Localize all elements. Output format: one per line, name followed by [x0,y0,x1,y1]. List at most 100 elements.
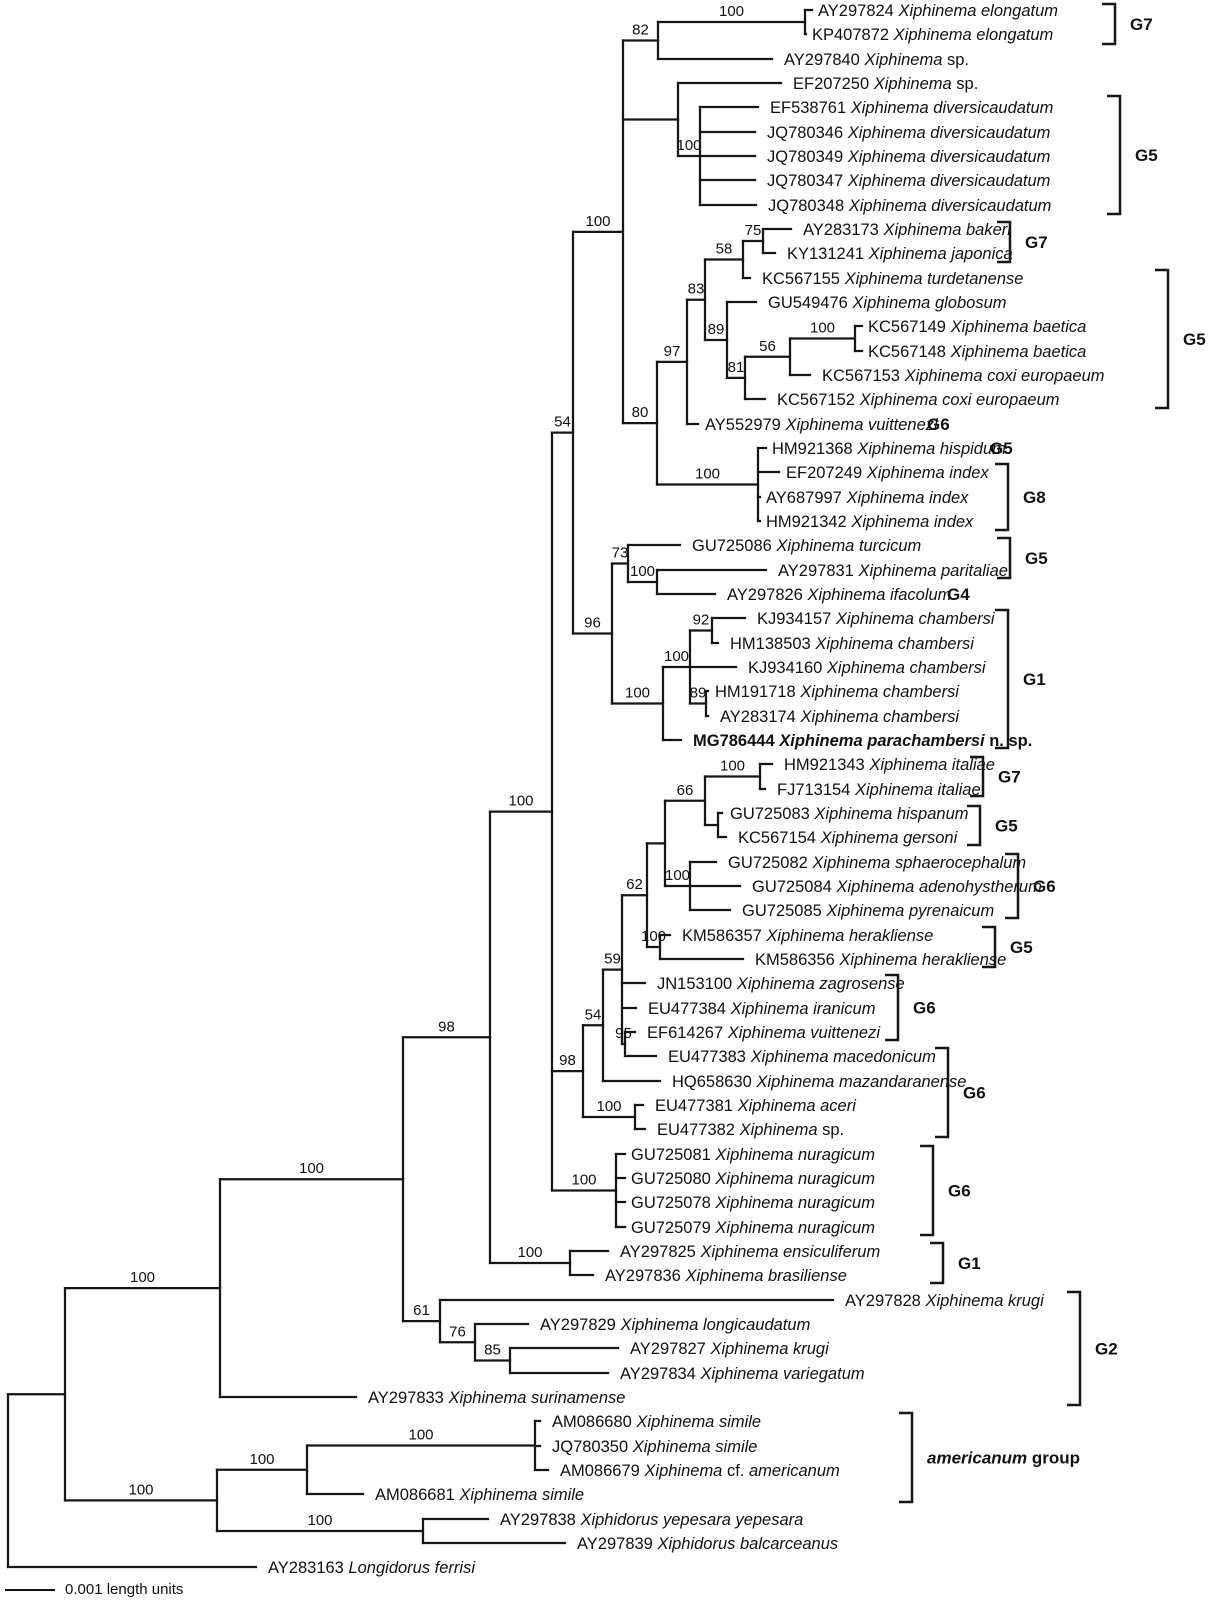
group-bracket [967,804,982,847]
taxon-label: AY297838 Xiphidorus yepesara yepesara [500,1511,803,1529]
taxon-label: KC567148 Xiphinema baetica [868,343,1086,361]
bootstrap-value: 83 [688,281,705,298]
group-label: G6 [963,1084,986,1103]
taxon-label: GU725082 Xiphinema sphaerocephalum [728,854,1026,872]
bootstrap-value: 100 [720,758,745,775]
taxon-label: KC567153 Xiphinema coxi europaeum [822,367,1105,385]
taxon-label: AY297826 Xiphinema ifacolum [727,586,951,604]
bootstrap-value: 100 [630,563,655,580]
group-bracket [970,755,985,798]
bootstrap-value: 100 [810,320,835,337]
taxon-label: GU725085 Xiphinema pyrenaicum [742,902,994,920]
group-label: G1 [1023,670,1046,689]
group-label: G8 [1023,488,1046,507]
taxon-label: HQ658630 Xiphinema mazandaranense [672,1073,966,1091]
bootstrap-value: 97 [664,343,681,360]
taxon-label: AY687997 Xiphinema index [766,489,969,507]
group-bracket [885,973,900,1042]
group-bracket [920,1144,935,1237]
group-label: G5 [995,817,1018,836]
inline-group-label: G4 [947,585,970,604]
bootstrap-value: 100 [571,1172,596,1189]
taxon-label: EU477381 Xiphinema aceri [655,1097,857,1115]
taxon-label: EF207250 Xiphinema sp. [793,75,978,93]
bootstrap-value: 100 [625,685,650,702]
taxon-label: GU725086 Xiphinema turcicum [692,537,921,555]
group-label: G7 [998,768,1021,787]
bootstrap-value: 76 [449,1323,466,1340]
taxon-label: AM086680 Xiphinema simile [552,1413,761,1431]
bootstrap-value: 100 [641,928,666,945]
taxon-label: AY297836 Xiphinema brasiliense [605,1267,847,1285]
bootstrap-value: 100 [517,1244,542,1261]
taxon-label: HM921368 Xiphinema hispidum [772,440,1006,458]
bootstrap-value: 73 [612,545,629,562]
taxon-label: AY283173 Xiphinema bakeri [803,221,1012,239]
group-bracket [997,220,1012,264]
scale-bar: 0.001 length units [5,1581,183,1598]
bootstrap-value: 100 [664,648,689,665]
taxon-label: AY283174 Xiphinema chambersi [720,708,960,726]
bootstrap-value: 100 [665,867,690,884]
group-bracket [1005,852,1020,920]
taxon-label: KY131241 Xiphinema japonica [787,245,1013,263]
taxon-label: JN153100 Xiphinema zagrosense [657,975,905,993]
bootstrap-value: 66 [677,782,694,799]
taxon-label: GU725083 Xiphinema hispanum [730,805,969,823]
group-label: G7 [1130,15,1153,34]
bootstrap-value: 98 [559,1052,576,1069]
taxon-label: EU477384 Xiphinema iranicum [648,1000,875,1018]
taxon-label: AM086679 Xiphinema cf. americanum [560,1462,840,1480]
group-label: G5 [1010,938,1033,957]
taxon-label: GU549476 Xiphinema globosum [768,294,1007,312]
group-bracket [997,536,1012,580]
bootstrap-value: 61 [413,1302,430,1319]
bootstrap-value: 100 [585,213,610,230]
group-bracket [982,925,997,969]
taxon-label: AY297840 Xiphinema sp. [784,51,969,69]
taxon-label: GU725081 Xiphinema nuragicum [631,1146,875,1164]
bootstrap-value: 85 [484,1342,501,1359]
taxon-label: AY297825 Xiphinema ensiculiferum [620,1243,880,1261]
group-bracket [995,608,1010,750]
group-bracket [995,462,1010,532]
taxon-label: FJ713154 Xiphinema italiae [777,781,981,799]
group-bracket [1067,1290,1082,1407]
bootstrap-value: 81 [728,359,745,376]
taxon-label: AY297834 Xiphinema variegatum [620,1365,865,1383]
taxon-label: KJ934160 Xiphinema chambersi [748,659,987,677]
inline-group-label: G5 [990,439,1013,458]
taxon-label: AY297833 Xiphinema surinamense [368,1389,625,1407]
taxon-label: AY297828 Xiphinema krugi [845,1292,1045,1310]
bootstrap-value: 59 [604,951,621,968]
group-bracket [935,1046,950,1139]
taxon-label: KC567155 Xiphinema turdetanense [762,270,1023,288]
bootstrap-value: 95 [615,1025,632,1042]
bootstrap-value: 98 [438,1018,455,1035]
taxon-label: JQ780346 Xiphinema diversicaudatum [767,124,1050,142]
taxon-label: KC567149 Xiphinema baetica [868,318,1086,336]
taxon-label: EF614267 Xiphinema vuittenezi [647,1024,881,1042]
taxon-label: AY297831 Xiphinema paritaliae [778,562,1008,580]
bootstrap-value: 80 [632,404,649,421]
group-bracket [1102,2,1117,46]
taxon-label: KJ934157 Xiphinema chambersi [757,610,996,628]
bootstrap-value: 100 [249,1451,274,1468]
bootstrap-value: 58 [716,241,733,258]
group-label: G2 [1095,1340,1118,1359]
taxon-label: AY297824 Xiphinema elongatum [818,2,1058,20]
bootstrap-value: 100 [719,3,744,20]
group-label: G6 [948,1182,971,1201]
bootstrap-value: 100 [508,793,533,810]
bootstrap-value: 100 [299,1160,324,1177]
group-bracket [899,1411,914,1504]
taxon-label: AY297827 Xiphinema krugi [630,1340,830,1358]
bootstrap-value: 100 [130,1269,155,1286]
bootstrap-value: 62 [626,876,643,893]
taxon-label: MG786444 Xiphinema parachambersi n. sp. [693,732,1032,750]
bootstrap-value: 92 [693,612,710,629]
bootstrap-value: 100 [676,137,701,154]
taxon-label: GU725080 Xiphinema nuragicum [631,1170,875,1188]
bootstrap-value: 56 [759,338,776,355]
